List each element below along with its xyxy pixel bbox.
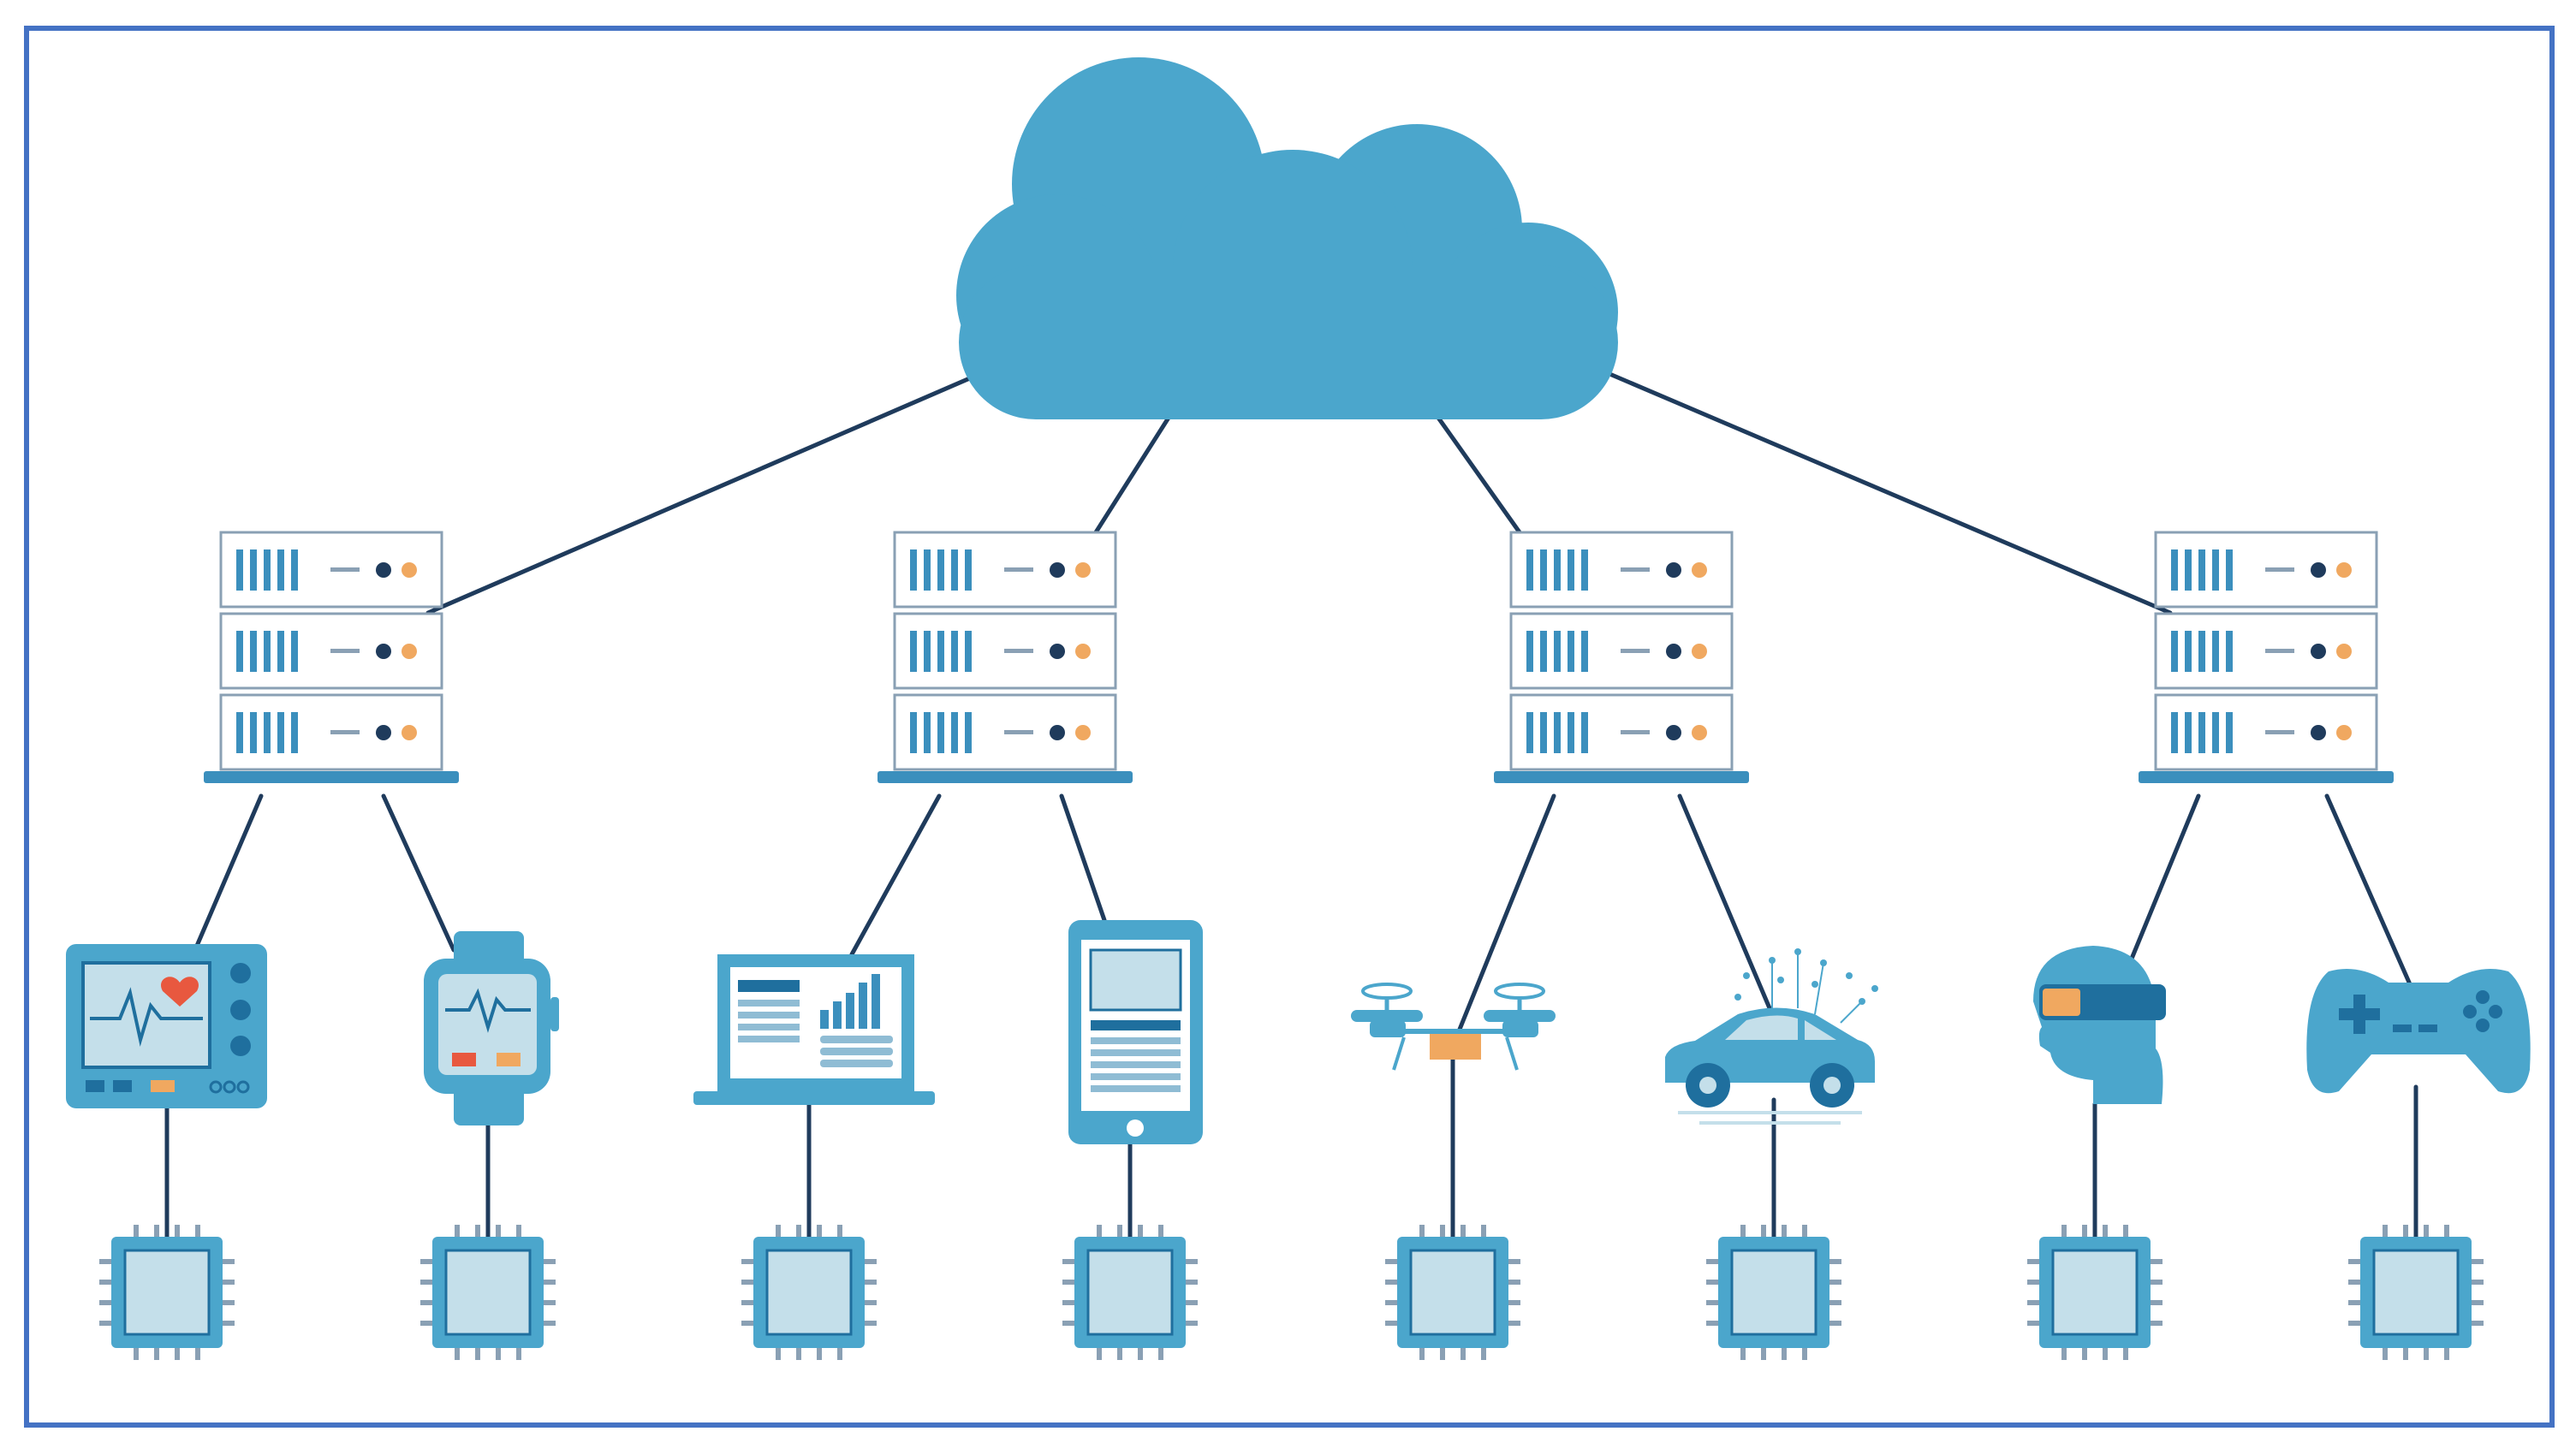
- connector-lines: [164, 364, 2418, 1239]
- microchip-icon: [420, 1225, 556, 1360]
- connected-car-icon: [1665, 948, 1878, 1125]
- link-cloud-rack-3: [1436, 415, 1522, 535]
- link-cloud-rack-2: [1093, 415, 1171, 535]
- tablet-icon: [1068, 920, 1203, 1144]
- server-rack-icon: [2139, 531, 2394, 783]
- link-rack-4-vr: [2129, 793, 2201, 961]
- link-rack-3-drone: [1453, 793, 1556, 1042]
- server-rack-icon: [204, 531, 459, 783]
- link-rack-2-laptop: [849, 793, 942, 957]
- microchip-icon: [2027, 1225, 2163, 1360]
- microchip-icon: [1706, 1225, 1841, 1360]
- link-cloud-rack-4: [1605, 371, 2173, 615]
- microchip-icon: [2348, 1225, 2484, 1360]
- microchip-icon: [1385, 1225, 1520, 1360]
- server-rack-icon: [878, 531, 1133, 783]
- link-rack-1-patient-monitor: [194, 793, 264, 948]
- link-rack-4-gamepad: [2324, 793, 2412, 987]
- link-cloud-rack-1: [425, 364, 1000, 615]
- microchip-icon: [99, 1225, 235, 1360]
- microchip-icon: [1062, 1225, 1198, 1360]
- link-rack-2-tablet: [1059, 793, 1107, 923]
- link-rack-3-car: [1677, 793, 1775, 1017]
- gamepad-icon: [2306, 968, 2531, 1094]
- patient-monitor-icon: [66, 944, 267, 1108]
- smartwatch-icon: [424, 931, 559, 1125]
- server-racks: [204, 531, 2394, 783]
- drone-icon: [1351, 983, 1556, 1071]
- microchip-icon: [741, 1225, 877, 1360]
- link-rack-1-smartwatch: [381, 793, 456, 953]
- microchips: [99, 1225, 2484, 1360]
- vr-headset-icon: [2033, 946, 2166, 1104]
- server-rack-icon: [1494, 531, 1749, 783]
- cloud-icon: [956, 57, 1618, 419]
- laptop-icon: [693, 954, 935, 1105]
